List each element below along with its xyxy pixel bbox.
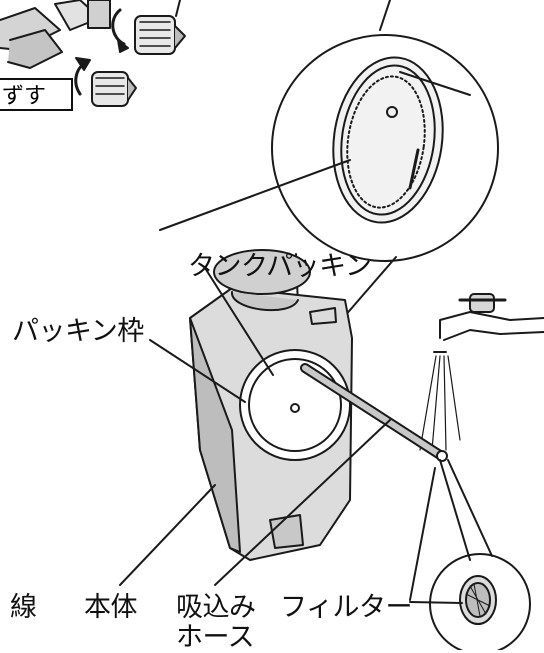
- remove-instruction-box: ずす: [0, 78, 73, 111]
- filter-zoom-circle: [429, 459, 531, 650]
- leader-filter: [409, 467, 436, 601]
- label-cord-partial: 線: [10, 592, 37, 623]
- zoom-detail-circle: [271, 0, 499, 262]
- leader-filter-detail: [409, 601, 463, 604]
- label-packing-frame: パッキン枠: [12, 316, 144, 347]
- leader-packing-frame: [149, 339, 246, 403]
- label-suction-hose-line1: 吸込み: [176, 592, 256, 623]
- suction-hose: [300, 363, 448, 462]
- label-suction-hose-line2: ホース: [176, 622, 255, 653]
- leader-suction-hose: [214, 419, 391, 586]
- valve-fittings-illustration: [0, 0, 186, 107]
- label-filter: フィルター: [280, 592, 412, 623]
- label-tank-packing: タンクパッキン: [188, 251, 372, 282]
- leader-zoom-packing: [159, 159, 351, 231]
- tank-body: [189, 249, 353, 561]
- faucet-illustration: [419, 293, 544, 451]
- leader-tank-packing: [204, 267, 274, 376]
- label-main-body: 本体: [84, 592, 138, 623]
- leader-main-body: [119, 484, 216, 586]
